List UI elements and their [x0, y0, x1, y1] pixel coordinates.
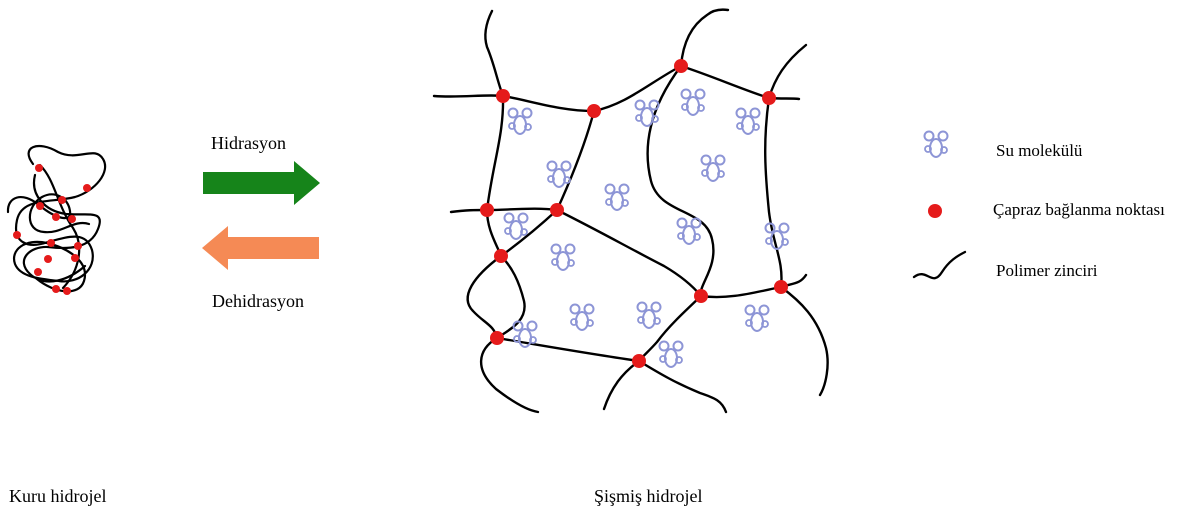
legend-crosslink-label: Çapraz bağlanma noktası	[993, 201, 1165, 218]
swollen-crosslinks	[480, 59, 788, 368]
dry-polymer-chain	[40, 165, 79, 288]
polymer-chain	[451, 209, 557, 212]
polymer-chain	[557, 210, 701, 296]
polymer-chain	[557, 111, 594, 210]
polymer-chain	[681, 10, 728, 66]
polymer-chain	[765, 98, 781, 287]
legend-water-label: Su molekülü	[996, 142, 1082, 159]
polymer-chain	[497, 256, 525, 338]
hydration-label: Hidrasyon	[211, 134, 286, 152]
dry-hydrogel-caption: Kuru hidrojel	[9, 487, 106, 505]
polymer-chain-icon	[914, 252, 965, 278]
hydration-arrow	[203, 161, 320, 205]
swollen-hydrogel-caption: Şişmiş hidrojel	[594, 487, 703, 505]
polymer-chain	[481, 338, 538, 412]
polymer-chain	[639, 361, 726, 412]
water-molecules	[505, 90, 789, 368]
polymer-chain	[604, 361, 639, 409]
polymer-chain	[485, 11, 503, 96]
polymer-chain	[487, 96, 503, 256]
polymer-chain	[468, 256, 501, 338]
polymer-chain	[769, 45, 806, 98]
polymer-chain	[781, 287, 828, 395]
polymer-chain	[434, 66, 799, 111]
water-molecule-icon	[925, 132, 948, 158]
dehydration-label: Dehidrasyon	[212, 292, 304, 310]
crosslink-point-icon	[928, 204, 942, 218]
legend-chain-label: Polimer zinciri	[996, 262, 1098, 279]
dehydration-arrow	[202, 226, 319, 270]
